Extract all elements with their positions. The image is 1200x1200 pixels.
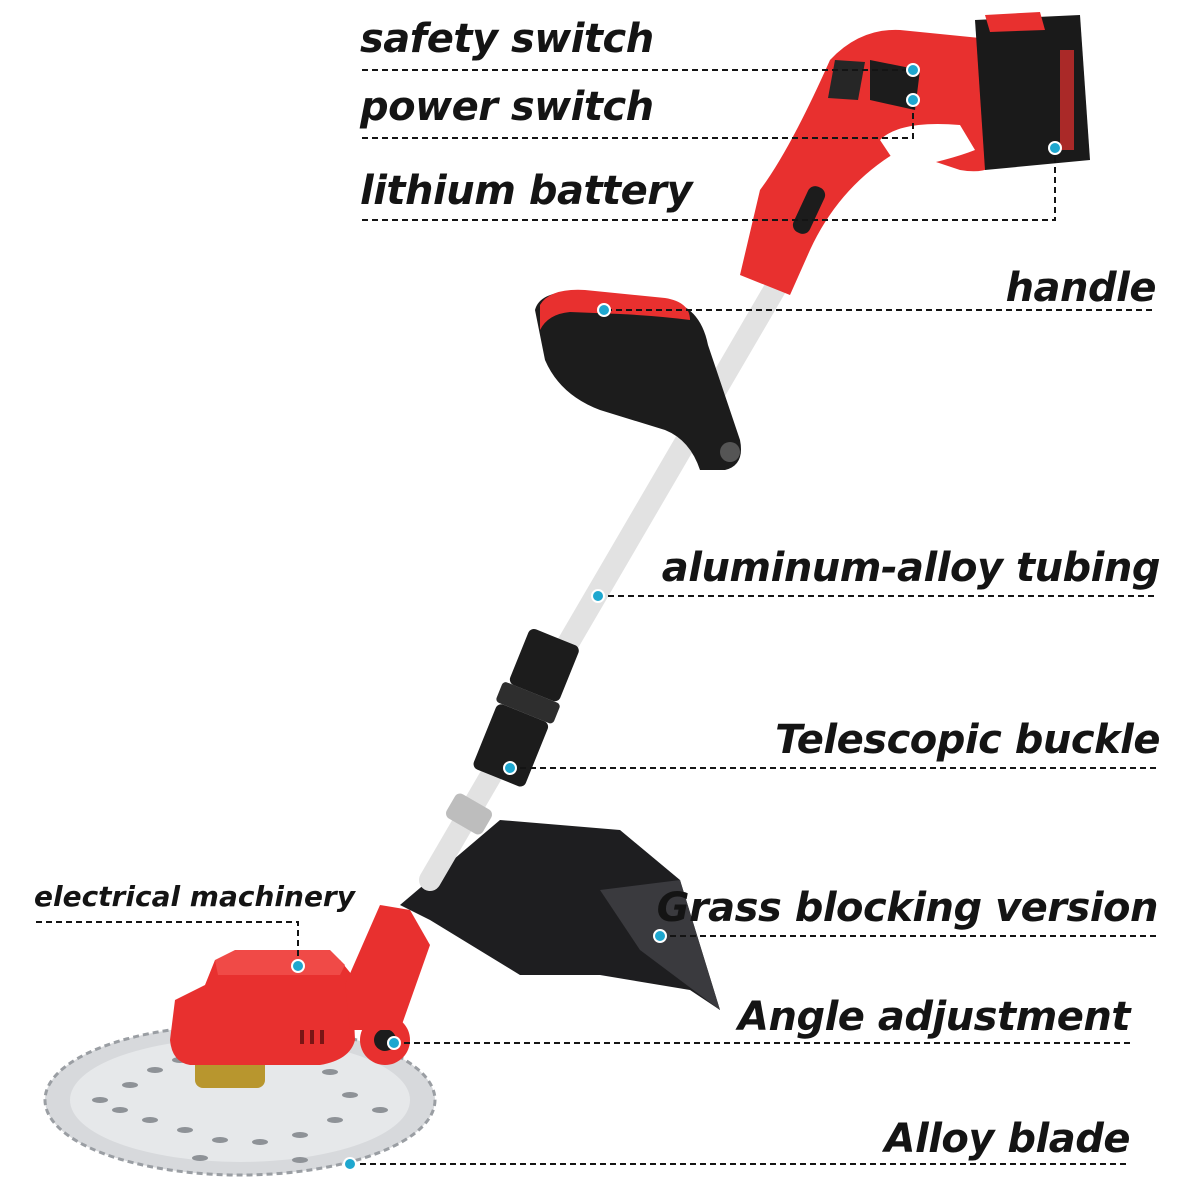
marker-tubing: [591, 589, 605, 603]
marker-battery: [1048, 141, 1062, 155]
tubing-icon: [419, 269, 791, 891]
marker-safety-switch: [906, 63, 920, 77]
label-angle-adjustment: Angle adjustment: [738, 994, 1130, 1040]
telescopic-buckle-icon: [473, 628, 579, 787]
marker-motor: [291, 959, 305, 973]
d-handle-icon: [535, 289, 741, 470]
marker-handle: [597, 303, 611, 317]
main-body-icon: [740, 29, 1018, 295]
grass-guard-icon: [400, 820, 720, 1010]
label-telescopic-buckle: Telescopic buckle: [775, 717, 1160, 763]
marker-power-switch: [906, 93, 920, 107]
marker-dots: [291, 63, 1062, 1171]
lithium-battery-icon: [975, 12, 1090, 170]
marker-grass-guard: [653, 929, 667, 943]
label-safety-switch: safety switch: [360, 16, 654, 62]
label-power-switch: power switch: [360, 84, 654, 130]
label-grass-blocking-version: Grass blocking version: [656, 885, 1159, 931]
label-lithium-battery: lithium battery: [360, 168, 693, 214]
label-tubing: aluminum-alloy tubing: [661, 545, 1161, 591]
label-electrical-machinery: electrical machinery: [34, 880, 355, 913]
label-alloy-blade: Alloy blade: [884, 1116, 1131, 1162]
marker-buckle: [503, 761, 517, 775]
alloy-blade-icon: [43, 1023, 437, 1177]
leader-lines: [36, 69, 1158, 1165]
marker-angle: [387, 1036, 401, 1050]
motor-head-icon: [170, 905, 430, 1088]
marker-blade: [343, 1157, 357, 1171]
label-handle: handle: [1005, 265, 1157, 311]
